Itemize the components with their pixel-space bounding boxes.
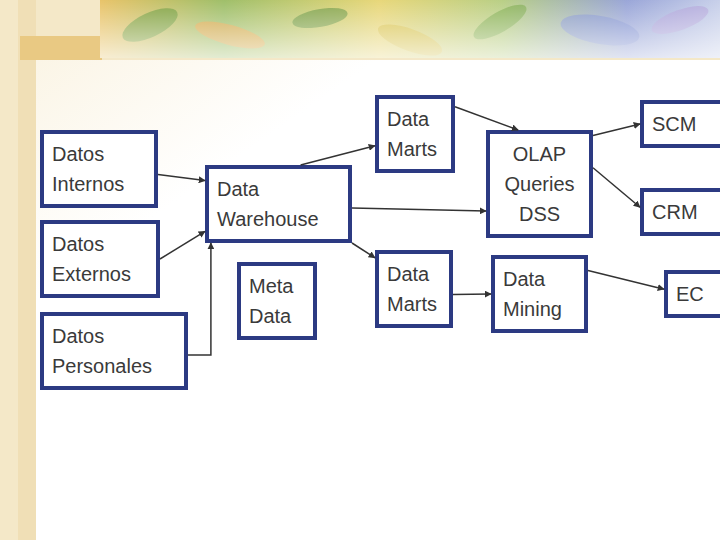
- application-box: SCM: [640, 100, 720, 148]
- node-label: Data Marts: [387, 104, 443, 164]
- datamart-box: Data Marts: [375, 250, 453, 328]
- node-label: Datos Internos: [52, 139, 146, 199]
- flow-arrow: [188, 243, 211, 355]
- flow-arrow: [352, 208, 486, 211]
- node-label: EC: [676, 279, 718, 309]
- source-box: Datos Externos: [40, 220, 160, 298]
- analysis-box: OLAP Queries DSS: [486, 130, 593, 238]
- node-label: Data Marts: [387, 259, 441, 319]
- node-label: CRM: [652, 197, 718, 227]
- flow-arrow: [588, 271, 664, 290]
- source-box: Datos Personales: [40, 312, 188, 390]
- flow-arrow: [593, 168, 640, 207]
- node-label: Data Warehouse: [217, 174, 340, 234]
- datamart-box: Data Marts: [375, 95, 455, 173]
- node-label: OLAP Queries DSS: [498, 139, 581, 229]
- analysis-box: Data Mining: [491, 255, 588, 333]
- flow-arrow: [158, 175, 205, 181]
- application-box: EC: [664, 270, 720, 318]
- flow-arrow: [160, 231, 205, 259]
- metadata-box: Meta Data: [237, 262, 317, 340]
- application-box: CRM: [640, 188, 720, 236]
- flow-arrow: [352, 243, 375, 258]
- node-label: Meta Data: [249, 271, 305, 331]
- node-label: Datos Externos: [52, 229, 148, 289]
- source-box: Datos Internos: [40, 130, 158, 208]
- warehouse-box: Data Warehouse: [205, 165, 352, 243]
- flow-arrow: [301, 146, 375, 165]
- node-label: SCM: [652, 109, 718, 139]
- flow-arrow: [453, 293, 491, 295]
- node-label: Datos Personales: [52, 321, 176, 381]
- flow-arrow: [593, 124, 640, 135]
- node-label: Data Mining: [503, 264, 576, 324]
- flow-arrow: [455, 107, 518, 130]
